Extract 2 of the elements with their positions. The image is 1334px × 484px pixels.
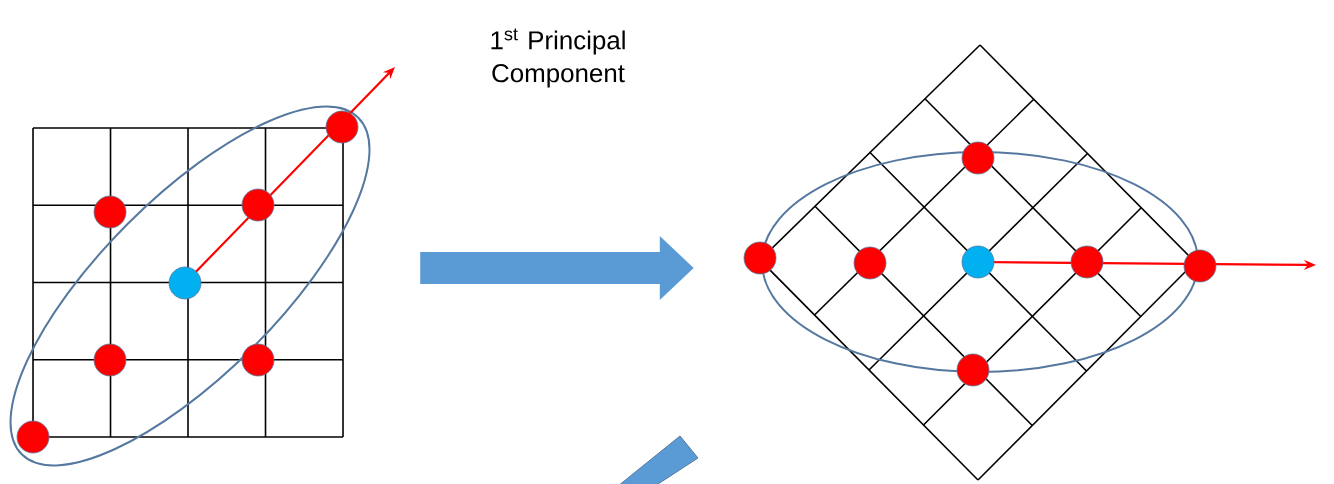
grid-drawing [9, 67, 395, 467]
axis-label: 1$^{st}$ Principal Component [491, 28, 625, 88]
